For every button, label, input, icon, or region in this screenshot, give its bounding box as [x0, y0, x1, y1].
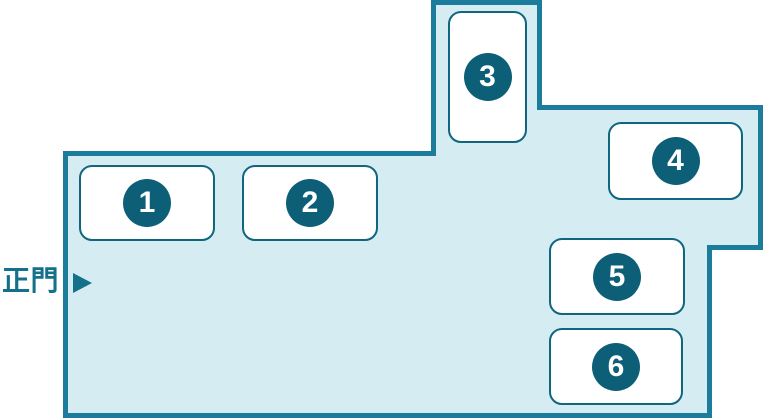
- building-number-badge: 1: [123, 179, 171, 227]
- gate-arrow-icon: [73, 273, 92, 293]
- building-number-badge: 5: [593, 252, 641, 301]
- building-box-5: 5: [549, 238, 685, 315]
- building-box-2: 2: [242, 165, 378, 241]
- building-box-4: 4: [608, 122, 743, 200]
- building-number-badge: 2: [286, 179, 334, 227]
- building-number-badge: 6: [592, 342, 640, 391]
- building-box-1: 1: [79, 165, 215, 241]
- building-box-6: 6: [549, 328, 683, 405]
- building-number-badge: 4: [651, 137, 700, 185]
- main-gate-label: 正門: [2, 264, 60, 297]
- building-number-badge: 3: [463, 53, 512, 101]
- building-box-3: 3: [448, 11, 527, 143]
